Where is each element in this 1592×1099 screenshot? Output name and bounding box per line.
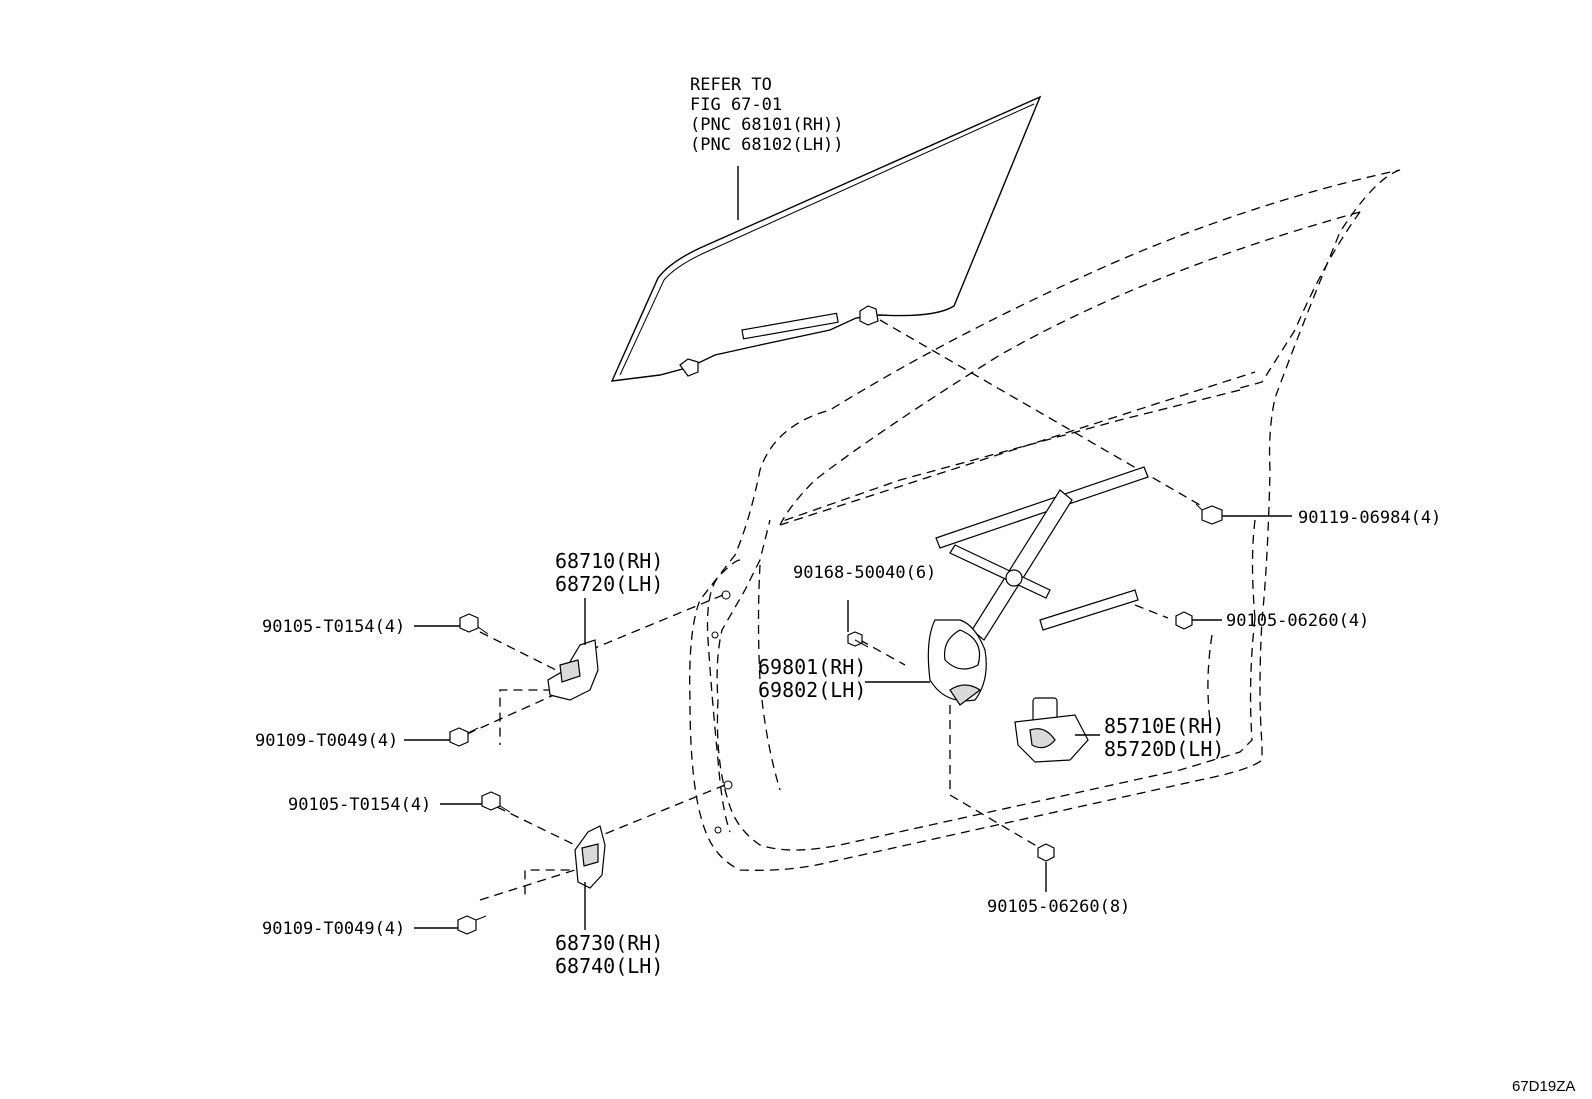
diagram-code: 67D19ZA <box>1512 1078 1575 1095</box>
window-regulator <box>927 466 1149 706</box>
label-motor-lh: 85720D(LH) <box>1104 737 1224 761</box>
label-lower-bolt-a: 90105-T0154(4) <box>288 795 431 815</box>
bolt-lower-a <box>481 791 511 813</box>
glass-note-line-3: (PNC 68101(RH)) <box>690 115 844 135</box>
glass-note-line-2: FIG 67-01 <box>690 95 782 115</box>
bolt-lower-b <box>457 915 487 935</box>
bolt-90105-06260-8 <box>1037 843 1055 862</box>
lower-hinge <box>574 825 606 889</box>
glass-note-line-1: REFER TO <box>690 75 772 95</box>
bolt-upper-a <box>459 613 489 635</box>
upper-hinge <box>547 639 599 701</box>
label-lower-hinge-rh: 68730(RH) <box>555 931 663 955</box>
window-motor <box>1014 697 1089 763</box>
label-regulator-rh: 69801(RH) <box>758 655 866 679</box>
label-90105-06260-8: 90105-06260(8) <box>987 897 1130 917</box>
bolt-90105-06260-4 <box>1175 611 1193 630</box>
bolt-upper-b <box>449 727 479 747</box>
label-upper-bolt-b: 90109-T0049(4) <box>255 731 398 751</box>
label-upper-hinge-rh: 68710(RH) <box>555 549 663 573</box>
label-90105-06260-4: 90105-06260(4) <box>1226 611 1369 631</box>
bolt-90119 <box>1195 503 1223 525</box>
bolt-90168 <box>847 631 869 648</box>
door-glass <box>610 95 1042 382</box>
label-upper-bolt-a: 90105-T0154(4) <box>262 617 405 637</box>
label-lower-bolt-b: 90109-T0049(4) <box>262 919 405 939</box>
label-regulator-lh: 69802(LH) <box>758 678 866 702</box>
label-90119-06984: 90119-06984(4) <box>1298 508 1441 528</box>
leader-lines <box>404 515 1292 930</box>
label-motor-rh: 85710E(RH) <box>1104 714 1224 738</box>
label-90168-50040: 90168-50040(6) <box>793 563 936 583</box>
door-panel-outline <box>689 169 1401 871</box>
label-upper-hinge-lh: 68720(LH) <box>555 572 663 596</box>
connection-lines <box>466 319 1201 901</box>
label-lower-hinge-lh: 68740(LH) <box>555 954 663 978</box>
glass-note-line-4: (PNC 68102(LH)) <box>690 135 844 155</box>
